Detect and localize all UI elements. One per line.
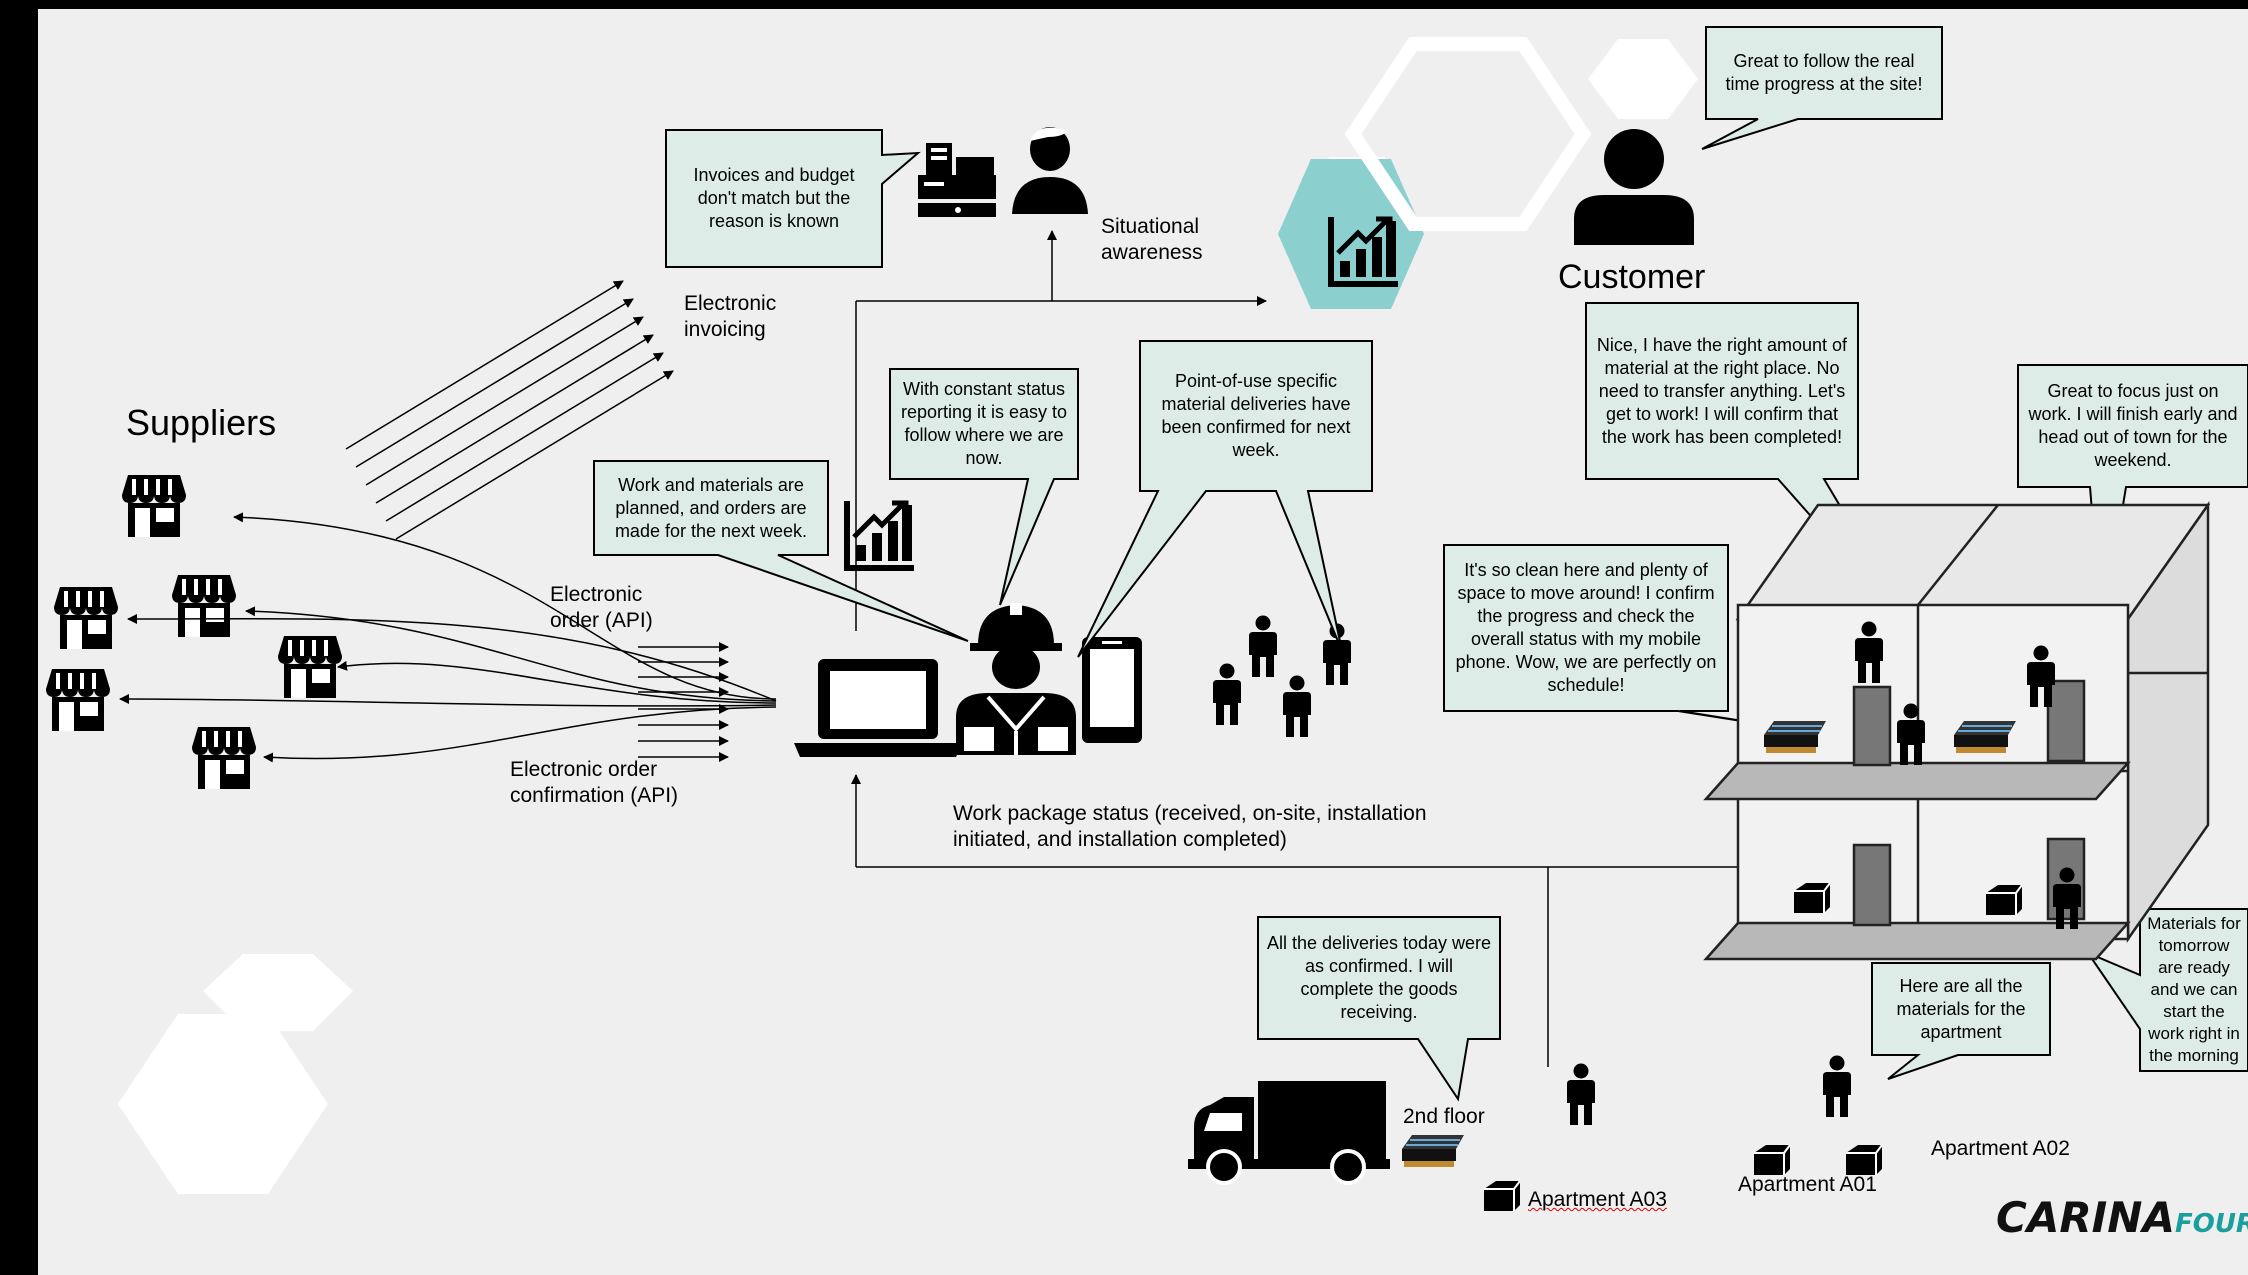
box-icon <box>1793 882 1831 914</box>
laptop-icon <box>794 659 962 757</box>
store-icon <box>46 669 110 731</box>
apartment-a03-text: Apartment A03 <box>1528 1188 1667 1211</box>
slide: Suppliers Customer Electronic invoicing … <box>38 9 2248 1275</box>
invoices-bubble: Invoices and budget don't match but the … <box>693 165 855 231</box>
person-icon <box>1567 1063 1595 1125</box>
planned-bubble: Work and materials are planned, and orde… <box>614 474 808 541</box>
invoicing-arrows <box>345 280 674 540</box>
cash-register-icon <box>918 143 996 217</box>
carina-logo: CARINAFOUR <box>1996 1193 2248 1242</box>
focus-work-bubble: Great to focus just on work. I will fini… <box>2028 381 2238 470</box>
speech-bubbles <box>593 26 2248 1102</box>
box-icon <box>1753 1144 1791 1176</box>
clean-here-bubble: It's so clean here and plenty of space t… <box>1455 560 1717 695</box>
electronic-order-label: Electronic order (API) <box>550 583 653 632</box>
customer-label: Customer <box>1558 258 1706 296</box>
box-icon <box>1985 884 2023 916</box>
customer-person-icon <box>1574 129 1694 245</box>
logo-suffix: FOUR <box>2174 1209 2248 1239</box>
status-reporting-bubble: With constant status reporting it is eas… <box>900 379 1068 468</box>
manager-person-icon <box>1012 127 1088 214</box>
situational-awareness-label: Situational awareness <box>1101 215 1203 264</box>
order-arrows <box>119 512 777 763</box>
building-icon <box>1703 501 2211 961</box>
phone-icon <box>1082 637 1142 743</box>
here-materials-bubble: Here are all the materials for the apart… <box>1896 975 2026 1042</box>
store-icon <box>278 636 342 698</box>
electronic-invoicing-label: Electronic invoicing <box>684 292 777 341</box>
apartment-a01-label: Apartment A01 <box>1738 1173 1877 1196</box>
right-material-bubble: Nice, I have the right amount of materia… <box>1596 334 1848 447</box>
store-icon <box>172 575 236 637</box>
work-package-status-arrow <box>851 774 1738 1067</box>
truck-icon <box>1188 1081 1390 1185</box>
store-icon <box>54 587 118 649</box>
electronic-order-confirmation-label: Electronic order confirmation (API) <box>510 758 679 807</box>
deliveries-today-bubble: All the deliveries today were as confirm… <box>1266 933 1492 1022</box>
worker-icon <box>956 603 1076 755</box>
pallet-icon <box>1401 1134 1465 1168</box>
box-icon <box>1483 1180 1521 1212</box>
second-floor-label: 2nd floor <box>1403 1105 1485 1128</box>
suppliers-label: Suppliers <box>126 402 277 443</box>
apartment-a02-label: Apartment A02 <box>1931 1137 2070 1160</box>
logo-main: CARINA <box>1996 1193 2175 1242</box>
diagram-canvas <box>46 26 2248 1212</box>
point-of-use-bubble: Point-of-use specific material deliverie… <box>1161 371 1351 460</box>
customer-quote-bubble: Great to follow the real time progress a… <box>1725 51 1923 94</box>
store-icon <box>192 727 256 789</box>
workers-group <box>1213 615 1351 737</box>
situational-awareness-arrows <box>855 230 1267 631</box>
store-icon <box>122 475 186 537</box>
order-api-arrows <box>638 642 729 762</box>
person-icon <box>1823 1055 1851 1117</box>
box-icon <box>1845 1144 1883 1176</box>
work-package-status-label: Work package status (received, on-site, … <box>953 802 1427 851</box>
apartment-a03-label: Apartment A03 <box>1528 1187 1668 1213</box>
chart-icon <box>844 501 914 571</box>
materials-tomorrow-bubble: Materials for tomorrow are ready and we … <box>2147 914 2241 1065</box>
